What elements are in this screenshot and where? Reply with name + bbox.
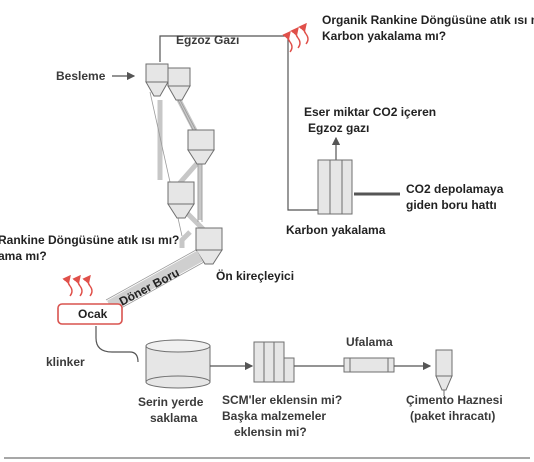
- clinker-line: [95, 326, 139, 363]
- cyclone-2: [167, 67, 191, 101]
- label-cimento-1: Çimento Haznesi: [406, 393, 503, 407]
- label-co2-2: giden boru hattı: [406, 198, 497, 212]
- scm-mixer: [253, 341, 295, 383]
- label-klinker: klinker: [46, 355, 85, 369]
- precalciner: [179, 227, 223, 265]
- heat-arrows-icon: [62, 274, 93, 297]
- label-orc-left-2: ama mı?: [0, 249, 47, 263]
- label-cimento-2: (paket ihracatı): [410, 409, 495, 423]
- cyclone-4: [167, 181, 195, 219]
- label-doner-boru: Döner Boru: [117, 265, 182, 308]
- heat-arrows-icon: [282, 22, 309, 53]
- label-on-kirecleyici: Ön kireçleyici: [216, 268, 294, 283]
- label-orc-left-1: Rankine Döngüsüne atık ısı mı?: [0, 233, 179, 247]
- label-serin-1: Serin yerde: [138, 395, 204, 409]
- label-scm-1: SCM'ler eklensin mi?: [222, 393, 342, 407]
- label-scm-2: Başka malzemeler: [222, 409, 326, 423]
- label-orc-top-1: Organik Rankine Döngüsüne atık ısı mı?: [322, 13, 534, 27]
- ocak-box: [57, 303, 123, 325]
- label-ufalama: Ufalama: [346, 335, 393, 349]
- cement-hopper: [435, 349, 453, 396]
- label-orc-top-2: Karbon yakalama mı?: [322, 29, 446, 43]
- label-besleme: Besleme: [56, 69, 106, 83]
- rotary-kiln: [105, 249, 205, 313]
- label-egzoz-gazi: Egzoz Gazı: [176, 33, 239, 47]
- storage-silo: [145, 339, 211, 389]
- cyclone-3: [187, 129, 215, 165]
- grinder: [343, 357, 395, 373]
- label-eser-1: Eser miktar CO2 içeren: [304, 105, 436, 119]
- label-co2-1: CO2 depolamaya: [406, 182, 504, 196]
- label-eser-2: Egzoz gazı: [308, 121, 369, 135]
- cyclone-1: [145, 63, 169, 97]
- label-scm-3: eklensin mi?: [234, 425, 307, 439]
- label-ocak: Ocak: [78, 307, 108, 321]
- label-serin-2: saklama: [150, 411, 198, 425]
- label-karbon-yakalama: Karbon yakalama: [286, 223, 386, 237]
- carbon-capture-unit: [317, 159, 353, 215]
